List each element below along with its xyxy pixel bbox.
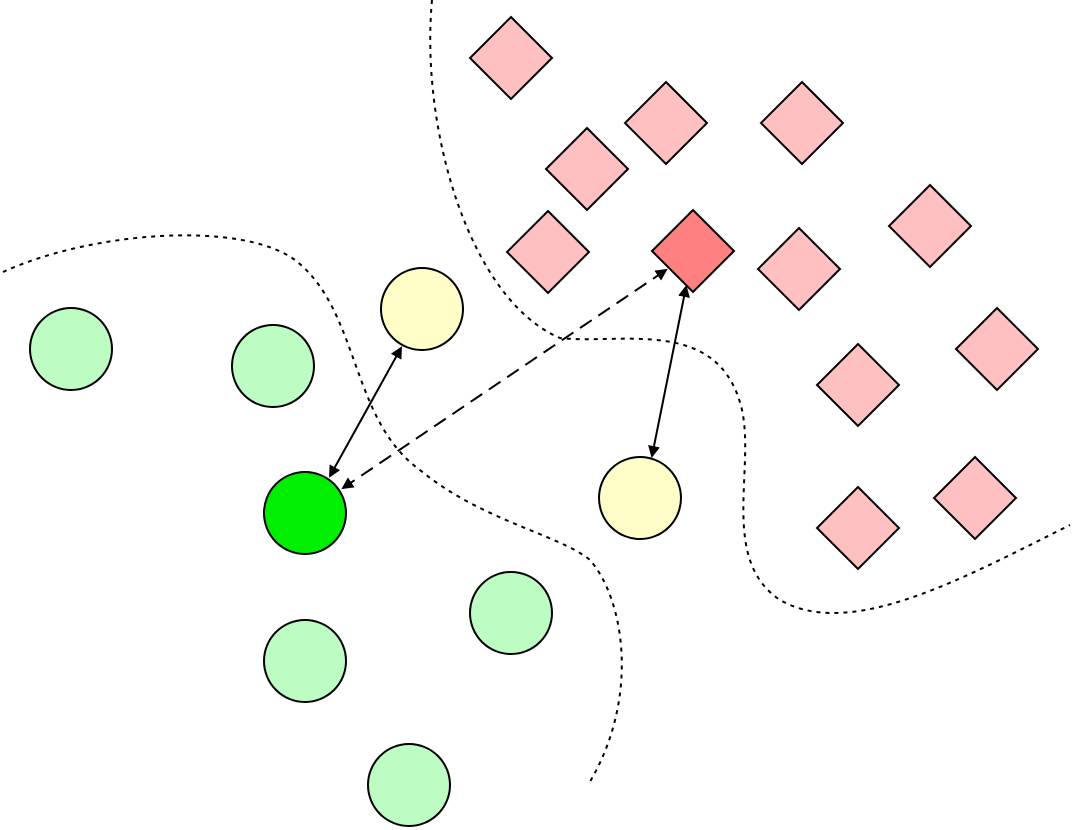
boundary-upper-curve — [429, 0, 1071, 614]
pink-diamond — [505, 209, 591, 295]
connections — [329, 268, 690, 490]
solid-arrow-pink-to-yellow — [648, 285, 690, 458]
decision-boundaries — [2, 0, 1071, 786]
pink-diamond — [759, 80, 845, 166]
pink-diamond — [623, 80, 709, 166]
pink-diamond — [544, 126, 630, 212]
pink-diamond — [932, 455, 1018, 541]
green-circle — [29, 307, 113, 391]
pink-diamond — [815, 342, 901, 428]
green-circle-group — [29, 307, 553, 827]
pink-diamond — [756, 226, 842, 312]
green-circle — [367, 743, 451, 827]
pink-diamond-group — [468, 15, 1040, 571]
highlighted-green-circle — [263, 471, 347, 555]
pink-diamond — [887, 183, 973, 269]
green-circle — [231, 324, 315, 408]
green-circle — [263, 619, 347, 703]
green-circle — [469, 571, 553, 655]
yellow-circle-group — [380, 267, 682, 540]
pink-diamond — [468, 15, 554, 101]
highlighted-pink-diamond — [650, 208, 736, 294]
yellow-circle-lower — [598, 456, 682, 540]
yellow-circle-upper — [380, 267, 464, 351]
pink-diamond — [815, 485, 901, 571]
pink-diamond — [954, 306, 1040, 392]
